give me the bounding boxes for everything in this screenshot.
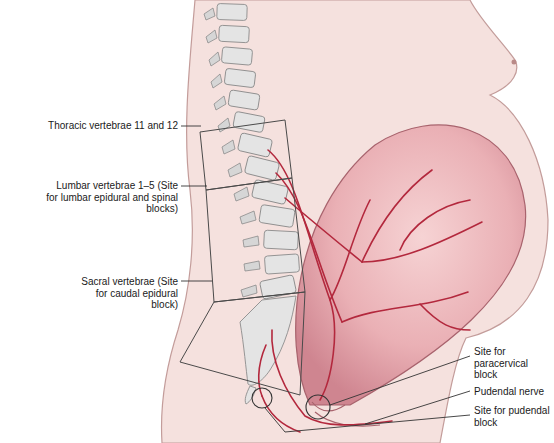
- vertebra: [264, 230, 299, 250]
- region-label: Sacral vertebrae (Site for caudal epidur…: [80, 276, 178, 311]
- nerve: [285, 198, 362, 262]
- pudendal-site-circle: [252, 388, 272, 408]
- sacral-region-box: [180, 292, 305, 395]
- coccyx: [245, 386, 256, 404]
- site-label: Site for pudendal block: [474, 405, 550, 428]
- leader-line: [181, 186, 207, 187]
- spinous-process: [211, 74, 222, 88]
- nerve: [362, 170, 432, 262]
- nerve: [420, 304, 470, 330]
- leader-line: [181, 126, 201, 127]
- pudendal-nerve: [272, 330, 392, 425]
- paracervical-site-circle: [306, 395, 330, 419]
- spinous-process: [241, 285, 257, 297]
- nerve: [342, 292, 468, 322]
- spinous-process: [218, 118, 230, 132]
- nerve: [276, 173, 342, 322]
- vertebra: [264, 254, 299, 274]
- nerve-label: Pudendal nerve: [474, 386, 550, 398]
- lumbar-region-box: [206, 178, 305, 302]
- sacrum: [240, 296, 296, 385]
- region-label: Thoracic vertebrae 11 and 12: [20, 120, 178, 132]
- nerves: [259, 150, 482, 432]
- spinous-process: [209, 52, 220, 66]
- vertebra: [221, 47, 252, 66]
- nerve: [330, 200, 370, 300]
- leader-lines: [181, 126, 470, 432]
- nipple: [512, 60, 517, 65]
- vertebra: [237, 133, 272, 158]
- leader-line: [265, 408, 470, 432]
- vertebra: [219, 25, 250, 43]
- spinous-process: [214, 96, 226, 110]
- spinous-process: [204, 8, 215, 20]
- vertebra: [244, 155, 279, 180]
- leader-line: [365, 391, 470, 424]
- spinous-process: [222, 140, 235, 154]
- block-regions: [180, 120, 305, 395]
- vertebra: [260, 275, 297, 300]
- leader-line: [181, 281, 212, 282]
- spine: [217, 3, 300, 404]
- region-label: Lumbar vertebrae 1–5 (Site for lumbar ep…: [42, 180, 178, 215]
- site-label: Site for paracervical block: [474, 346, 550, 381]
- spinous-process: [234, 187, 249, 201]
- nerve: [362, 222, 482, 262]
- vertebra: [217, 3, 248, 20]
- spinous-process: [206, 30, 217, 43]
- vertebra: [224, 68, 256, 88]
- spinous-process: [228, 163, 242, 177]
- nerve: [400, 200, 470, 250]
- vertebra: [259, 204, 295, 227]
- vertebra: [233, 111, 266, 132]
- spinous-process: [243, 236, 259, 247]
- spinous-process: [240, 211, 256, 224]
- vertebra: [228, 90, 260, 110]
- spinous-process: [244, 261, 260, 271]
- spinous-processes: [204, 8, 260, 297]
